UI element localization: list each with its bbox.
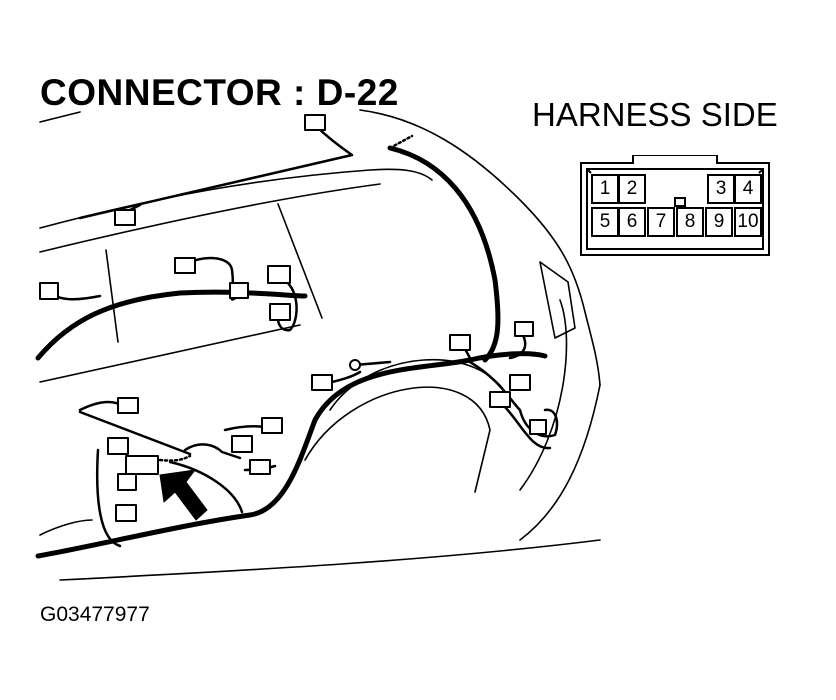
figure-id: G03477977 bbox=[40, 603, 150, 626]
pin-10: 10 bbox=[734, 207, 762, 237]
pin-4: 4 bbox=[734, 174, 762, 204]
pin-1: 1 bbox=[591, 174, 619, 204]
pin-8: 8 bbox=[676, 207, 704, 237]
pin-2: 2 bbox=[618, 174, 646, 204]
harness-connector-blocks bbox=[39, 114, 547, 522]
pin-5: 5 bbox=[591, 207, 619, 237]
connector-title: CONNECTOR : D-22 bbox=[40, 72, 399, 113]
main-harness bbox=[35, 145, 548, 559]
pin-9: 9 bbox=[705, 207, 733, 237]
pin-7: 7 bbox=[647, 207, 675, 237]
harness-side-label: HARNESS SIDE bbox=[532, 96, 778, 133]
harness-side-connector-face: 1 2 3 4 5 6 7 8 9 10 bbox=[577, 155, 773, 259]
pin-3: 3 bbox=[707, 174, 735, 204]
pin-6: 6 bbox=[618, 207, 646, 237]
connector-locator-arrow bbox=[159, 469, 208, 521]
connector-outline bbox=[580, 155, 770, 256]
